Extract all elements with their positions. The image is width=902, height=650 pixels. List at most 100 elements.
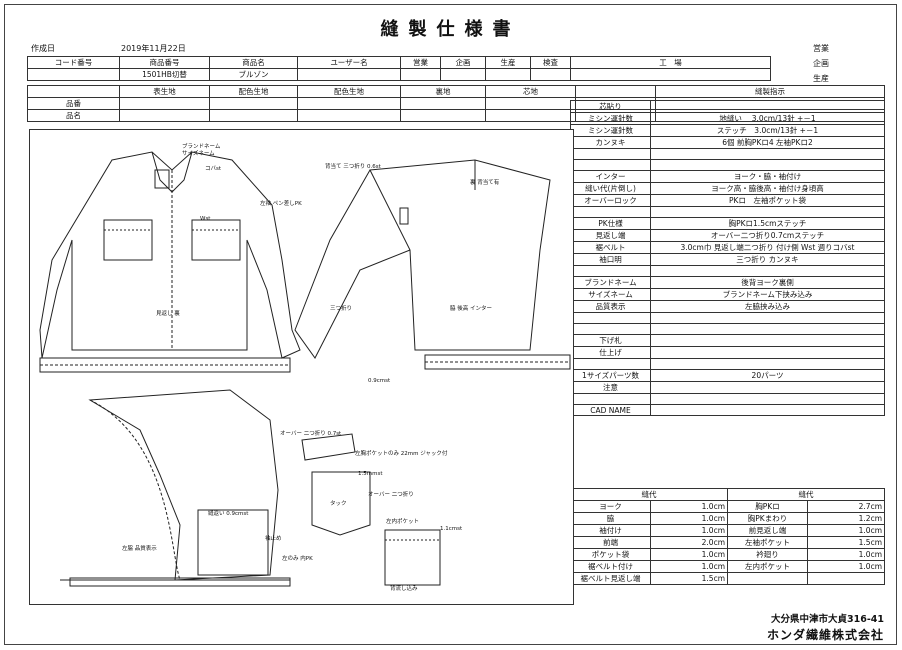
accent-fabric-header-1: 配色生地: [209, 85, 298, 98]
instruction-label: [570, 393, 651, 405]
jacket-sketch: ブランドネーム サイズネーム コバst 左袖 ペン差しPK Wst 背当て 三つ…: [39, 142, 571, 592]
sleeve-outline: [294, 169, 411, 359]
instruction-value: [650, 312, 885, 324]
instruction-value: [650, 159, 885, 171]
item-number-label: 品番: [27, 97, 120, 110]
stop-note: 袖止め: [265, 534, 282, 542]
instruction-row: PK仕様胸PKロ1.5cmステッチ: [570, 217, 885, 230]
instruction-label: [570, 323, 651, 335]
instruction-value: 胸PKロ1.5cmステッチ: [650, 217, 885, 230]
instruction-label: 1サイズパーツ数: [570, 369, 651, 382]
right-chest-pocket: [191, 219, 241, 261]
planning-label: 企画: [813, 59, 829, 68]
seam-part: 前見返し端: [727, 524, 808, 537]
instruction-value: ヨーク・脇・袖付け: [650, 170, 885, 183]
company-address: 大分県中津市大貞316-41: [771, 614, 884, 625]
instruction-label: [570, 206, 651, 218]
seam-width: [807, 572, 885, 585]
instruction-row: 注意: [570, 381, 885, 394]
st9-note: 0.9cmst: [368, 378, 391, 384]
instruction-label: 見返し端: [570, 229, 651, 242]
planning-header: 企画: [440, 56, 486, 69]
product-number-header: 商品番号: [119, 56, 210, 69]
mitsuori-note: 三つ折り: [330, 304, 352, 312]
instruction-row: [570, 159, 885, 171]
seam-header-left: 縫代: [570, 488, 728, 501]
tack-note: タック: [330, 499, 347, 507]
pattern-pocket-piece: [197, 509, 269, 576]
instruction-value: [650, 100, 885, 113]
instruction-value: [650, 206, 885, 218]
instruction-label: [570, 148, 651, 160]
instruction-value: [650, 148, 885, 160]
instruction-label: [570, 312, 651, 324]
seam-part: ヨーク: [570, 500, 651, 513]
instruction-value: ステッチ 3.0cm/13針 +－1: [650, 124, 885, 137]
seam-width: 1.0cm: [807, 524, 885, 537]
instruction-row: [570, 358, 885, 370]
instruction-row: [570, 206, 885, 218]
instruction-label: CAD NAME: [570, 404, 651, 416]
instruction-label: [570, 358, 651, 370]
back-label-note: 裏 背当て有: [470, 178, 500, 186]
hem-note: 見返し 裏: [156, 309, 180, 317]
left-sleeve-note: 左袖 ペン差しPK: [260, 199, 302, 207]
garment-drawing: ブランドネーム サイズネーム コバst 左袖 ペン差しPK Wst 背当て 三つ…: [29, 129, 574, 605]
instruction-row: ミシン運針数地縫い 3.0cm/13針 +－1: [570, 112, 885, 125]
instruction-row: [570, 323, 885, 335]
instruction-row: 芯貼り: [570, 100, 885, 113]
instruction-label: [570, 159, 651, 171]
bottom-note: 背流し込み: [390, 584, 418, 592]
instruction-label: 縫い代(片倒し): [570, 182, 651, 195]
instruction-value: [650, 334, 885, 347]
instruction-label: 注意: [570, 381, 651, 394]
instruction-row: [570, 148, 885, 160]
back-body-outline: [369, 159, 551, 351]
instruction-label: ミシン運針数: [570, 112, 651, 125]
seam-part: 左内ポケット: [727, 560, 808, 573]
document-title: 縫製仕様書: [380, 19, 521, 40]
sales-header: 営業: [400, 56, 441, 69]
seam-part: 脇: [570, 512, 651, 525]
instruction-row: CAD NAME: [570, 404, 885, 416]
seam-width: 1.0cm: [650, 500, 728, 513]
seam-part: 裾ベルト見返し端: [570, 572, 651, 585]
pattern-front-piece: [88, 389, 279, 581]
instruction-label: 下げ札: [570, 334, 651, 347]
product-number-value: 1501HB切替: [119, 68, 210, 81]
coba-note: コバst: [205, 165, 222, 172]
sleeve-pocket: [399, 207, 409, 225]
inner-pocket-note: 左内ポケット: [386, 517, 419, 525]
instruction-value: [650, 346, 885, 359]
seam-width: 1.5cm: [807, 536, 885, 549]
company-name: ホンダ繊維株式会社: [766, 628, 884, 642]
sewing-instruction-header: 縫製指示: [655, 85, 885, 98]
seam-width: 2.7cm: [807, 500, 885, 513]
spec-sheet: 縫製仕様書 作成日 2019年11月22日 営業 企画 生産 コード番号 商品番…: [4, 4, 897, 645]
pocket-note: 左胸ポケットのみ 22mm ジャック付: [355, 449, 448, 457]
brand-note: ブランドネーム: [182, 142, 221, 150]
instruction-value: [650, 404, 885, 416]
seam-width: 2.0cm: [650, 536, 728, 549]
code-number-header: コード番号: [27, 56, 120, 69]
seam-part: 衿廻り: [727, 548, 808, 561]
instruction-row: [570, 312, 885, 324]
seam-part: 左袖ポケット: [727, 536, 808, 549]
inspection-header: 検査: [530, 56, 571, 69]
back-fold-note: 背当て 三つ折り 0.6st: [325, 162, 382, 170]
accent-fabric-header-2: 配色生地: [297, 85, 401, 98]
instruction-value: [650, 381, 885, 394]
seam09-note: 縫返い 0.9cmst: [208, 509, 249, 517]
factory-header: 工 場: [570, 56, 771, 69]
sales-label: 営業: [813, 44, 829, 53]
left-only-note: 左のみ 内PK: [282, 554, 313, 562]
user-name-header: ユーザー名: [297, 56, 401, 69]
instruction-value: [650, 358, 885, 370]
